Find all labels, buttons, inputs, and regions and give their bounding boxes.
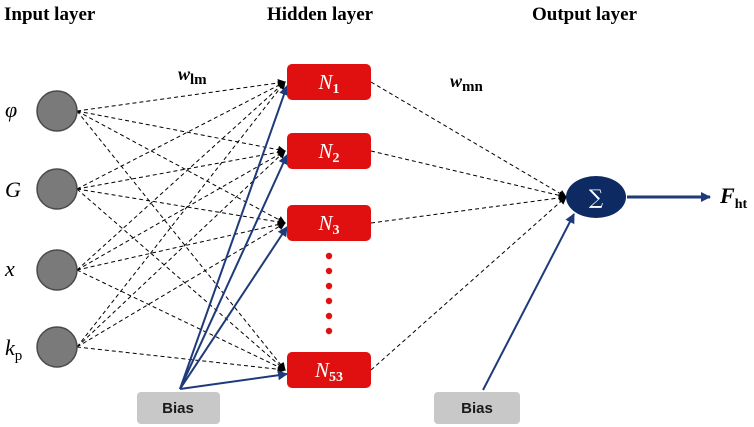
weight-label-hidden-output: wmn xyxy=(450,71,484,95)
svg-text:N53: N53 xyxy=(314,358,343,385)
hidden-layer-header: Hidden layer xyxy=(267,4,374,25)
sigma-symbol: ∑ xyxy=(589,185,604,209)
edge-bias-output xyxy=(482,213,575,391)
edge-hidden-3-output xyxy=(370,196,567,371)
svg-text:N1: N1 xyxy=(317,70,339,97)
edge-input-3-hidden-2 xyxy=(76,222,286,348)
output-label-fht: Fht xyxy=(719,183,747,212)
connections xyxy=(76,79,575,391)
edge-input-0-hidden-3 xyxy=(76,110,286,371)
weight-label-input-hidden: wlm xyxy=(178,64,207,88)
edge-input-1-hidden-3 xyxy=(76,188,286,371)
edge-input-0-hidden-1 xyxy=(76,110,286,154)
input-node-g xyxy=(36,168,78,210)
edge-bias-hidden-3 xyxy=(179,370,288,390)
edge-input-2-hidden-2 xyxy=(76,220,286,271)
edge-input-1-hidden-0 xyxy=(76,81,286,190)
input-label-x: x xyxy=(4,256,15,281)
edge-input-2-hidden-0 xyxy=(76,81,286,271)
input-layer-header: Input layer xyxy=(4,4,96,25)
edge-input-3-hidden-1 xyxy=(76,150,286,348)
edge-input-0-hidden-0 xyxy=(76,79,286,112)
hidden-node-n3: N3 xyxy=(287,205,371,241)
hidden-node-n53: N53 xyxy=(287,352,371,388)
edge-bias-hidden-0 xyxy=(179,85,289,390)
edge-input-0-hidden-2 xyxy=(76,110,286,224)
edge-bias-hidden-1 xyxy=(179,154,288,390)
bias-box-output: Bias xyxy=(434,392,520,424)
input-node-kp xyxy=(36,326,78,368)
edge-input-3-hidden-0 xyxy=(76,81,286,348)
edge-bias-hidden-2 xyxy=(179,226,288,390)
hidden-node-n2: N2 xyxy=(287,133,371,169)
ellipsis-dots xyxy=(325,252,333,335)
edge-input-1-hidden-1 xyxy=(76,148,286,190)
edge-hidden-0-output xyxy=(370,81,567,198)
svg-text:N3: N3 xyxy=(317,211,339,238)
edge-hidden-1-output xyxy=(370,150,567,200)
input-node-phi xyxy=(36,90,78,132)
output-node-sum: ∑ xyxy=(566,176,626,218)
hidden-node-n1: N1 xyxy=(287,64,371,100)
bias-box-hidden: Bias xyxy=(137,392,220,424)
input-label-g: G xyxy=(5,177,21,202)
input-node-x xyxy=(36,249,78,291)
svg-text:Bias: Bias xyxy=(162,400,194,417)
input-label-phi: φ xyxy=(5,97,17,122)
edge-input-3-hidden-3 xyxy=(76,346,286,374)
edge-hidden-2-output xyxy=(370,193,567,224)
edge-input-2-hidden-1 xyxy=(76,150,286,271)
input-label-kp: kp xyxy=(5,335,22,364)
edge-input-1-hidden-2 xyxy=(76,188,286,226)
edge-input-2-hidden-3 xyxy=(76,269,286,371)
svg-text:Bias: Bias xyxy=(461,400,493,417)
output-layer-header: Output layer xyxy=(532,4,638,25)
svg-text:N2: N2 xyxy=(317,139,339,166)
